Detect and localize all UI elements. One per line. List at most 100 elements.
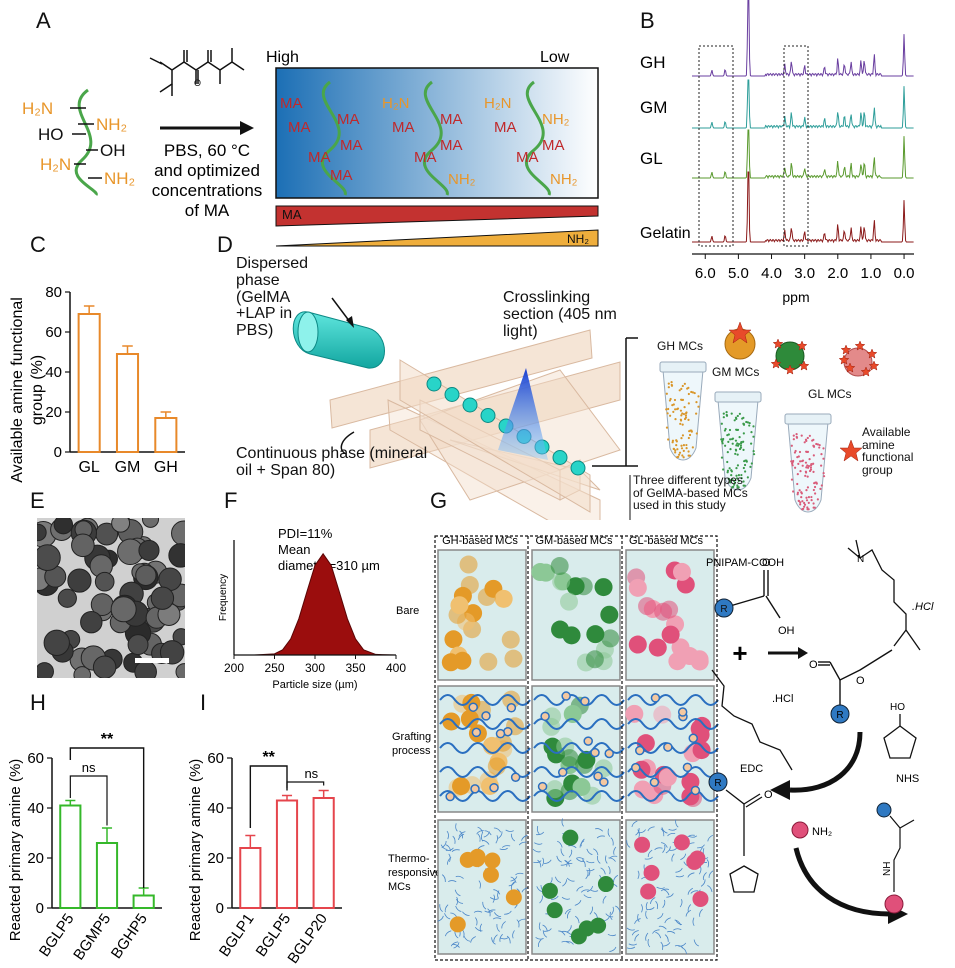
row-label-grafting: Grafting	[392, 731, 431, 743]
microcarrier	[634, 836, 651, 853]
microcarrier	[594, 578, 613, 597]
x-tick-label: 300	[305, 661, 325, 675]
svg-text:MA: MA	[392, 119, 415, 136]
panel-label-g: G	[430, 488, 448, 513]
microcarrier	[444, 630, 463, 649]
gelatin-chain	[74, 88, 98, 197]
nhs-label: NHS	[896, 773, 919, 785]
bar	[132, 894, 155, 909]
svg-text:MA: MA	[330, 167, 353, 184]
x-tick-label: GH	[154, 459, 178, 476]
microcarrier	[111, 518, 131, 533]
gm-mcs-label: GM MCs	[712, 365, 760, 379]
significance-label: ns	[304, 766, 318, 781]
x-axis-label: ppm	[782, 289, 809, 305]
microcarrier	[648, 638, 667, 657]
microcarrier	[552, 572, 571, 591]
svg-text:MA: MA	[280, 95, 303, 112]
ma-wedge-label: MA	[282, 207, 302, 222]
microcarrier	[450, 596, 469, 615]
microcarrier	[585, 650, 604, 669]
mean-annotation: Mean	[278, 542, 311, 557]
microcarrier	[692, 890, 709, 907]
amine-star-icon	[798, 360, 810, 371]
significance-brackets: **ns	[69, 731, 145, 888]
microcarrier	[550, 557, 569, 576]
svg-text:MA: MA	[516, 149, 539, 166]
droplet	[570, 460, 586, 476]
microcarrier	[570, 928, 587, 945]
y-tick-label: 60	[207, 750, 224, 767]
polymer-chain	[533, 790, 625, 802]
amine-star-icon	[838, 354, 850, 365]
gl-mcs-label: GL MCs	[808, 387, 852, 401]
svg-text:R: R	[720, 604, 727, 615]
low-label: Low	[540, 49, 570, 66]
polymer-chain	[439, 790, 531, 802]
x-tick-label: 2.0	[827, 265, 848, 282]
panel-c-bar-chart: Available amine functional group (%) 020…	[9, 284, 185, 483]
y-tick-label: 0	[54, 444, 62, 461]
microcarrier	[479, 652, 498, 671]
amine-group: NH₂	[104, 169, 135, 188]
microcarrier	[560, 749, 579, 768]
polymer-chain	[439, 766, 531, 778]
svg-text:MA: MA	[542, 137, 565, 154]
microcarrier	[575, 755, 594, 774]
svg-text:NH: NH	[882, 862, 893, 876]
gh-mc-tube	[659, 361, 707, 461]
polymer-chain	[439, 718, 531, 730]
panel-a-scheme: H₂N NH₂ HO OH H₂N NH₂ O PBS, 60 °C and o…	[22, 48, 599, 247]
y-tick-label: 60	[27, 750, 44, 767]
ma-wedge	[275, 205, 599, 227]
amine-group: H₂N	[40, 155, 71, 174]
microcarrier	[660, 600, 679, 619]
svg-text:R: R	[714, 778, 721, 789]
y-tick-label: 80	[45, 284, 62, 301]
nmr-trace	[692, 0, 914, 78]
svg-text:O: O	[194, 78, 201, 88]
panel-label-c: C	[30, 232, 46, 257]
high-label: High	[266, 49, 299, 66]
microcarrier	[168, 543, 185, 568]
svg-text:MA: MA	[337, 111, 360, 128]
hydroxyl-group: HO	[38, 125, 64, 144]
nmr-trace	[692, 79, 914, 130]
microcarrier	[672, 562, 691, 581]
svg-text:H₂N: H₂N	[484, 95, 512, 112]
panel-f-size-distribution: PDI=11% Mean diameter=310 µm 20025030035…	[218, 526, 406, 691]
microcarrier	[134, 660, 157, 678]
row-label-thermo: Thermo-	[388, 853, 430, 865]
y-tick-label: 0	[216, 900, 224, 917]
microcarrier	[175, 663, 185, 678]
nhs-structure	[883, 714, 917, 759]
trace-label-gl: GL	[640, 149, 663, 168]
svg-text:O: O	[762, 557, 771, 569]
microcarrier	[469, 851, 486, 868]
svg-text:NH₂: NH₂	[448, 171, 476, 188]
trace-label-gh: GH	[640, 53, 666, 72]
highlight-box	[783, 45, 809, 247]
microcarrier	[141, 518, 160, 528]
x-tick-label: 0.0	[894, 265, 915, 282]
microcarrier	[94, 571, 115, 592]
microcarrier	[37, 544, 61, 571]
microcarrier	[625, 704, 644, 723]
bar	[154, 417, 178, 453]
panel-label-f: F	[224, 488, 238, 513]
svg-text:HO: HO	[890, 702, 905, 713]
amine-star-icon	[860, 366, 872, 377]
microcarrier	[692, 741, 711, 760]
amine-group: NH₂	[96, 115, 127, 134]
edc-structure	[711, 669, 793, 771]
methacrylic-anhydride-structure	[149, 48, 245, 96]
microcarrier	[504, 649, 523, 668]
panel-label-i: I	[200, 690, 207, 715]
svg-text:H₂N: H₂N	[382, 95, 410, 112]
amine-star-icon	[772, 338, 784, 349]
x-tick-label: 6.0	[695, 265, 716, 282]
pnipam-label: PNIPAM-COOH	[706, 557, 784, 569]
